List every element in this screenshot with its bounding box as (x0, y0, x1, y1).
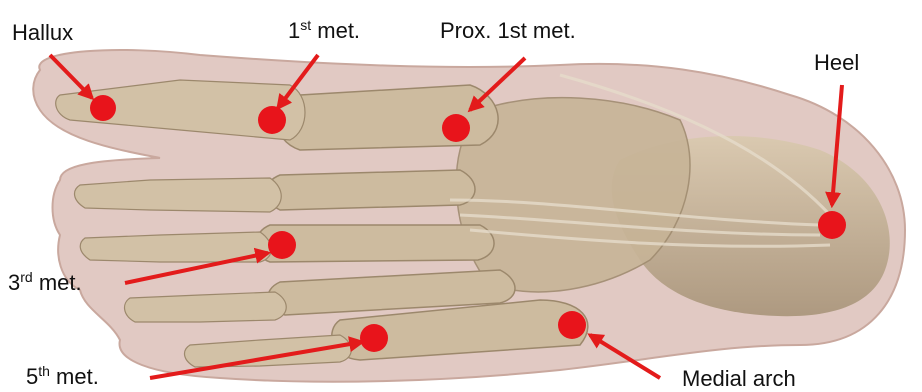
label-met3: 3rd met. (8, 272, 82, 294)
marker-met5 (360, 324, 388, 352)
label-met5-text: met. (50, 364, 99, 389)
marker-heel (818, 211, 846, 239)
marker-prox1 (442, 114, 470, 142)
label-hallux: Hallux (12, 22, 73, 44)
label-met3-text: met. (33, 270, 82, 295)
label-heel: Heel (814, 52, 859, 74)
marker-met3 (268, 231, 296, 259)
label-medial-arch-text: Medial arch (682, 366, 796, 391)
marker-hallux (90, 95, 116, 121)
label-met3-ordinal: rd (20, 269, 32, 285)
label-met5-number: 5 (26, 364, 38, 389)
marker-medial-arch (558, 311, 586, 339)
label-met5: 5th met. (26, 366, 99, 388)
label-medial-arch: Medial arch (682, 368, 796, 390)
label-met1: 1st met. (288, 20, 360, 42)
label-met5-ordinal: th (38, 363, 50, 379)
label-prox1: Prox. 1st met. (440, 20, 576, 42)
marker-met1 (258, 106, 286, 134)
label-prox1-text: Prox. 1st met. (440, 18, 576, 43)
label-hallux-text: Hallux (12, 20, 73, 45)
label-met1-number: 1 (288, 18, 300, 43)
label-heel-text: Heel (814, 50, 859, 75)
label-met1-ordinal: st (300, 17, 311, 33)
label-met1-text: met. (311, 18, 360, 43)
label-met3-number: 3 (8, 270, 20, 295)
